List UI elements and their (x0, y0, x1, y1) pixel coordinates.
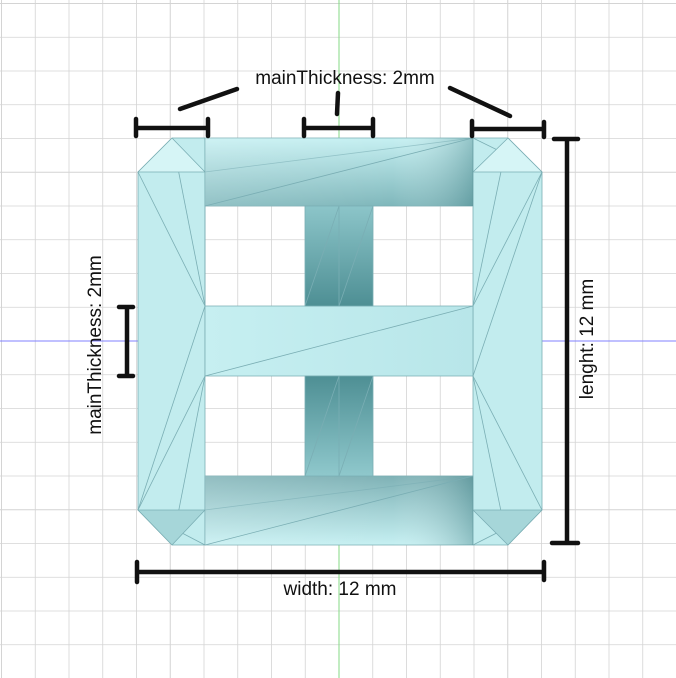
left-bottom-chamfer (137, 509, 206, 546)
left-column (137, 137, 206, 546)
left-column-facet-line (137, 305, 206, 511)
bottom-bar-facet-line (204, 475, 474, 546)
width-dimension-line (134, 559, 547, 585)
length-dimension-line (549, 136, 581, 546)
right-bottom-chamfer (472, 509, 543, 546)
length-label: lenght: 12 mm (577, 279, 598, 399)
center-post-upper-facet (338, 205, 374, 307)
leader-line-right (447, 85, 513, 119)
left-thickness-label: mainThickness: 2mm (85, 255, 106, 435)
model-frame[interactable] (137, 137, 543, 546)
right-top-chamfer (472, 137, 543, 173)
top-bar-facet-line (204, 137, 474, 207)
center-post-lower-facet (338, 375, 374, 477)
top-center-thickness-marker (301, 116, 376, 139)
right-column (472, 137, 543, 546)
dimension-annotations (116, 85, 581, 585)
leader-line-left (177, 86, 240, 112)
top-bar-facet-line (204, 137, 474, 173)
right-column-facet-line (472, 171, 543, 377)
width-label: width: 12 mm (283, 579, 397, 600)
top-thickness-label: mainThickness: 2mm (255, 68, 435, 89)
center-post-lower-facet (304, 375, 340, 477)
leader-line-center (334, 90, 341, 117)
top-right-thickness-marker (469, 118, 547, 140)
top-left-thickness-marker (133, 116, 211, 139)
center-post-upper-facet (304, 205, 340, 307)
left-top-chamfer (137, 137, 206, 173)
left-thickness-marker (116, 304, 136, 379)
middle-bar-facet-line (204, 305, 474, 377)
bottom-bar-facet-line (204, 475, 474, 511)
